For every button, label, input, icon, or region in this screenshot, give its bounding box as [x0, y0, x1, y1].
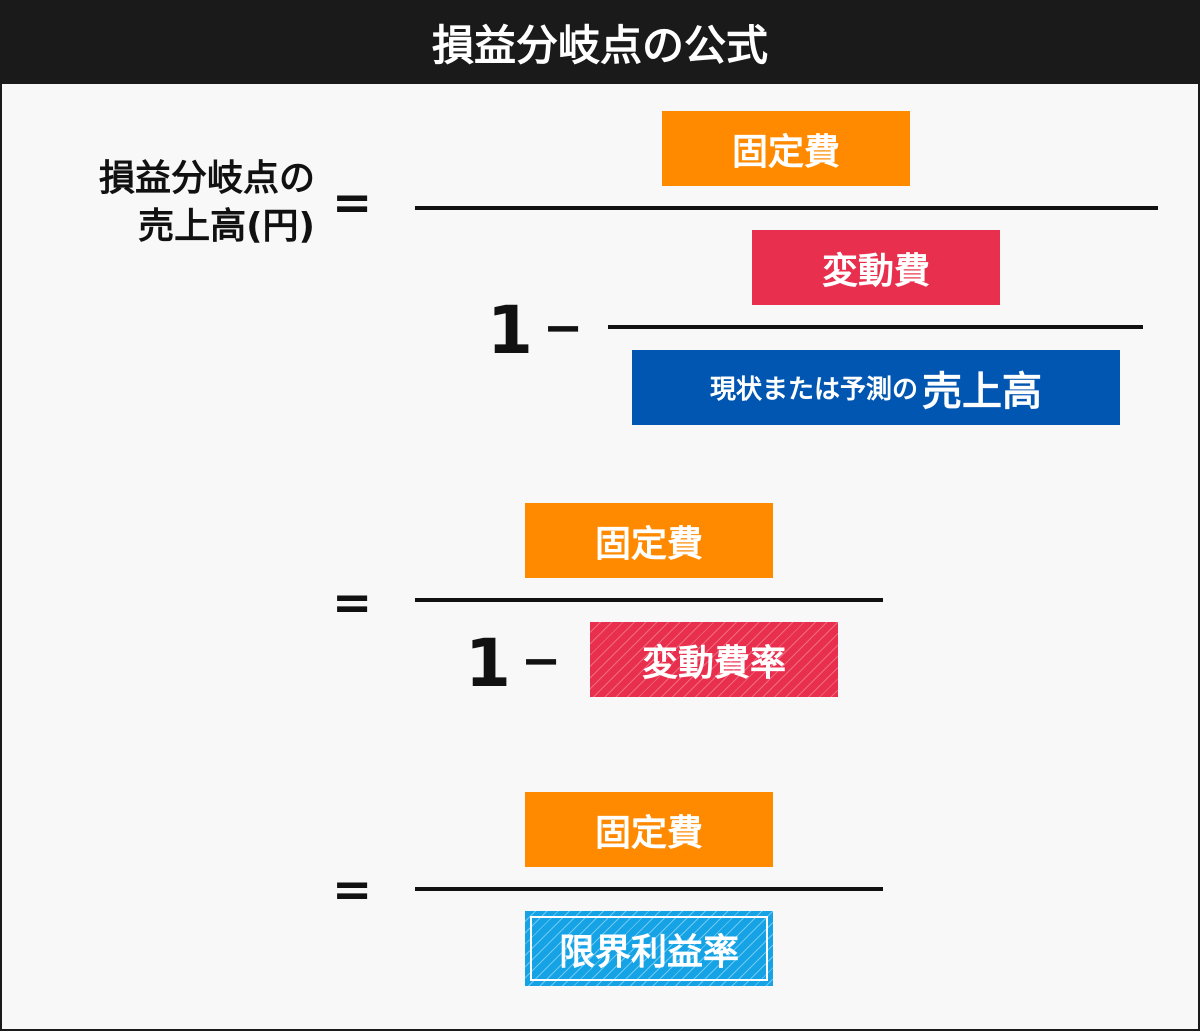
equals-sign-2: = — [332, 575, 373, 631]
minus-2: − — [521, 633, 562, 689]
one-1: 1 — [487, 292, 533, 369]
variable-cost-box: 変動費 — [752, 230, 1000, 305]
equals-sign-1: = — [332, 175, 373, 231]
marginal-profit-rate-label: 限界利益率 — [558, 931, 739, 973]
lhs-line1: 損益分岐点の — [98, 158, 315, 199]
fraction-bar-inner — [608, 325, 1143, 329]
marginal-profit-rate-box: 限界利益率 — [525, 911, 773, 986]
one-2: 1 — [465, 625, 511, 702]
variable-cost-rate-box: 変動費率 — [590, 622, 838, 697]
fixed-cost-box-3: 固定費 — [525, 792, 773, 867]
fixed-cost-box-1: 固定費 — [662, 111, 910, 186]
minus-1: − — [543, 300, 584, 356]
sales-prefix: 現状または予測の — [709, 375, 918, 405]
sales-box: 現状または予測の売上高 — [632, 350, 1120, 425]
lhs-line2: 売上高(円) — [138, 206, 315, 247]
fraction-bar-1 — [415, 206, 1158, 210]
fraction-bar-3 — [415, 887, 883, 891]
sales-main: 売上高 — [922, 368, 1042, 415]
equals-sign-3: = — [332, 862, 373, 918]
fraction-bar-2 — [415, 598, 883, 602]
page-title: 損益分岐点の公式 — [0, 0, 1200, 84]
fixed-cost-box-2: 固定費 — [525, 503, 773, 578]
lhs-label: 損益分岐点の 売上高(円) — [40, 155, 315, 251]
